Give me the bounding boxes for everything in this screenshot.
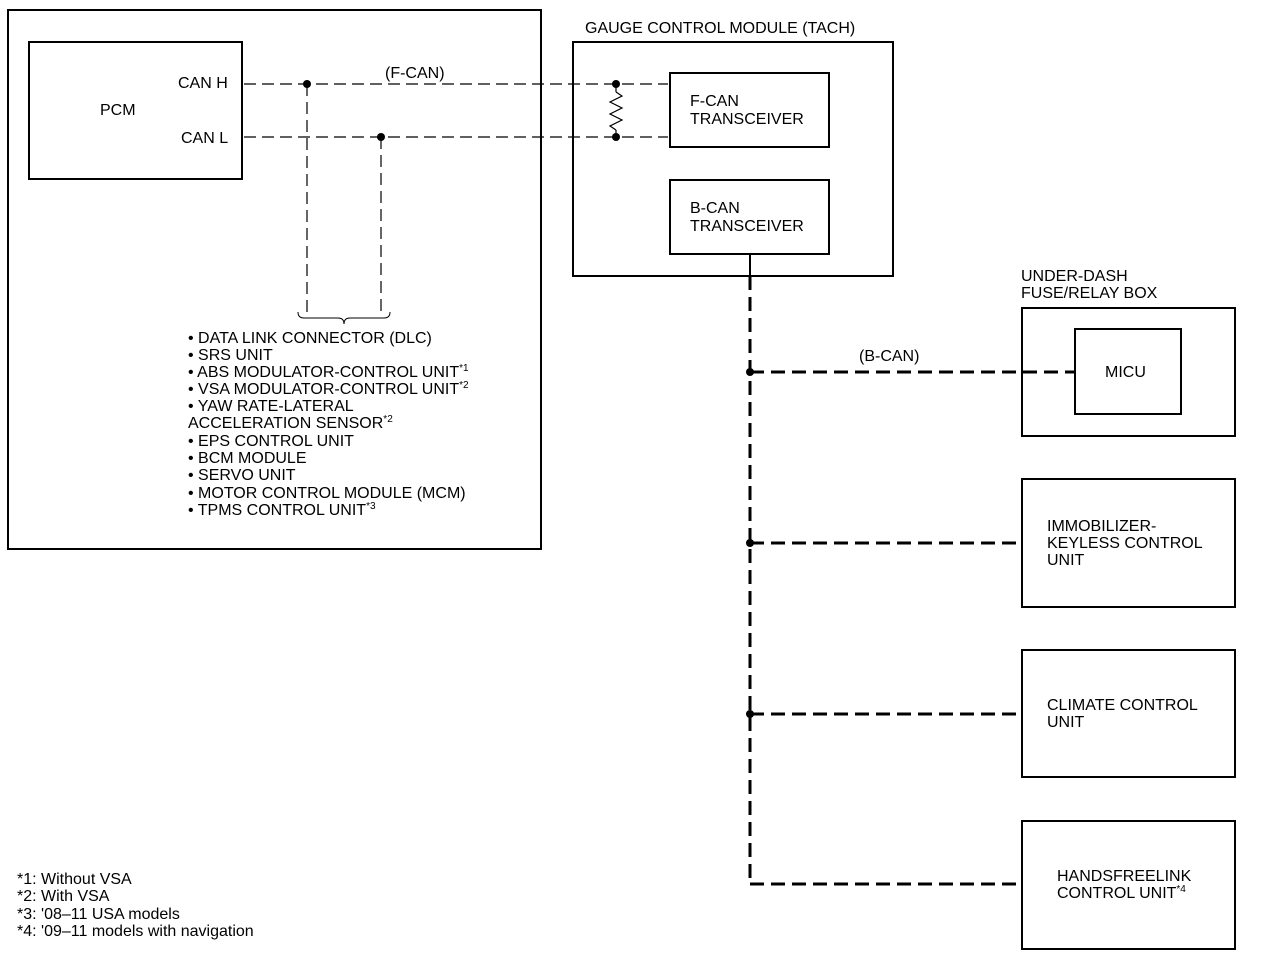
fuse-box-title-1: UNDER-DASH [1021,268,1128,285]
dlc-brace [297,311,391,325]
handsfree-label-1: HANDSFREELINK [1057,868,1192,885]
fcan-unit-10: • TPMS CONTROL UNIT*3 [188,501,376,519]
fuse-box-title-2: FUSE/RELAY BOX [1021,285,1158,302]
can-l-label: CAN L [181,130,228,147]
immobilizer-label-2: KEYLESS CONTROL [1047,535,1203,552]
fcan-unit-7: • BCM MODULE [188,450,307,467]
climate-label-1: CLIMATE CONTROL [1047,697,1198,714]
fcan-unit-5: ACCELERATION SENSOR*2 [188,414,393,432]
resistor-low-junction [612,133,620,141]
fcan-unit-1: • SRS UNIT [188,347,273,364]
bcan-transceiver-box [669,179,830,255]
handsfree-box [1021,820,1236,950]
immobilizer-box [1021,478,1236,608]
handsfree-label-2: CONTROL UNIT*4 [1057,884,1186,902]
bcan-junction-climate [746,710,754,718]
micu-label: MICU [1105,364,1146,381]
immobilizer-label-3: UNIT [1047,552,1085,569]
fcan-unit-3: • VSA MODULATOR-CONTROL UNIT*2 [188,380,469,398]
footnote-2: *2: With VSA [17,888,110,905]
bcan-transceiver-label-2: TRANSCEIVER [690,218,804,235]
fcan-transceiver-label-2: TRANSCEIVER [690,111,804,128]
fcan-bus-label: (F-CAN) [385,65,445,82]
immobilizer-label-1: IMMOBILIZER- [1047,518,1156,535]
fcan-transceiver-box [669,72,830,148]
fcan-unit-4: • YAW RATE-LATERAL [188,398,354,415]
bcan-junction-immobilizer [746,539,754,547]
climate-box [1021,649,1236,778]
pcm-box [28,41,243,180]
fcan-low-junction [377,133,385,141]
bcan-junction-micu [746,368,754,376]
footnote-1: *1: Without VSA [17,871,132,888]
fcan-unit-6: • EPS CONTROL UNIT [188,433,354,450]
fuse-box [1021,307,1236,437]
bcan-transceiver-label-1: B-CAN [690,200,740,217]
gauge-module-title: GAUGE CONTROL MODULE (TACH) [585,20,855,37]
footnote-4: *4: '09–11 models with navigation [17,923,254,940]
fcan-high-junction [303,80,311,88]
fcan-unit-0: • DATA LINK CONNECTOR (DLC) [188,330,432,347]
bcan-bus-label: (B-CAN) [859,348,919,365]
footnotes: *1: Without VSA *2: With VSA *3: '08–11 … [17,871,254,940]
fcan-network-box [7,9,542,550]
gauge-module-box [572,41,894,277]
fcan-unit-8: • SERVO UNIT [188,467,296,484]
fcan-transceiver-label-1: F-CAN [690,93,739,110]
terminating-resistor-icon [608,91,624,131]
resistor-high-junction [612,80,620,88]
fcan-unit-9: • MOTOR CONTROL MODULE (MCM) [188,485,466,502]
footnote-3: *3: '08–11 USA models [17,906,180,923]
fcan-unit-2: • ABS MODULATOR-CONTROL UNIT*1 [188,363,469,381]
pcm-label: PCM [100,102,136,119]
fcan-unit-list: • DATA LINK CONNECTOR (DLC) • SRS UNIT •… [188,330,469,519]
micu-box [1074,328,1182,415]
can-h-label: CAN H [178,75,228,92]
climate-label-2: UNIT [1047,714,1085,731]
